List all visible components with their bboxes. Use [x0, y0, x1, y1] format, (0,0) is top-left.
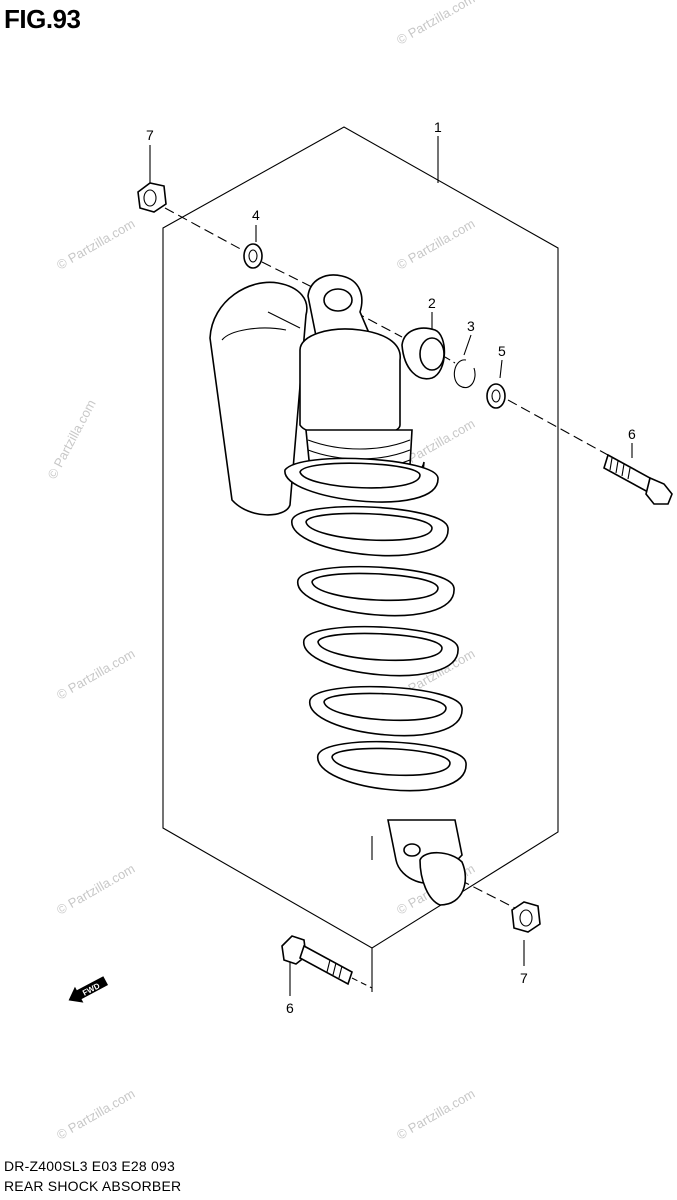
watermark: © Partzilla.com: [44, 397, 98, 481]
watermark: © Partzilla.com: [394, 216, 477, 273]
watermark: © Partzilla.com: [54, 861, 137, 918]
watermark: © Partzilla.com: [394, 1086, 477, 1143]
flange-nut-7-top: [137, 182, 167, 213]
watermark: © Partzilla.com: [54, 1086, 137, 1143]
figure-name: REAR SHOCK ABSORBER: [4, 1178, 182, 1194]
circlip-3: [453, 359, 476, 388]
bolt-6-right: [603, 453, 673, 505]
figure-code: DR-Z400SL3 E03 E28 093: [4, 1158, 175, 1174]
gas-reservoir: [209, 281, 308, 516]
figure-title: FIG.93: [4, 4, 81, 34]
bushing-2: [401, 327, 446, 380]
callout-6-right: 6: [628, 426, 636, 442]
callout-5: 5: [498, 343, 506, 359]
washer-5: [486, 383, 506, 409]
callouts: 1 7 4 2 3 5 6 7 6: [146, 119, 636, 1016]
callout-6-left: 6: [286, 1000, 294, 1016]
watermark: © Partzilla.com: [54, 646, 137, 703]
lower-mount: [387, 819, 467, 906]
bolt-6-left: [281, 935, 353, 986]
watermark: © Partzilla.com: [54, 216, 137, 273]
callout-7-top: 7: [146, 127, 154, 143]
assembly-box: [162, 126, 559, 949]
callout-2: 2: [428, 295, 436, 311]
upper-mount: [299, 274, 401, 438]
watermark: © Partzilla.com: [394, 0, 477, 48]
callout-1: 1: [434, 119, 442, 135]
coil-spring: [284, 457, 467, 792]
callout-3: 3: [467, 318, 475, 334]
callout-7-bottom: 7: [520, 970, 528, 986]
washer-4: [243, 243, 263, 269]
fwd-arrow-icon: FWD: [68, 976, 109, 1003]
flange-nut-7-bottom: [511, 901, 541, 933]
leader-lines: [149, 136, 633, 996]
callout-4: 4: [252, 207, 260, 223]
